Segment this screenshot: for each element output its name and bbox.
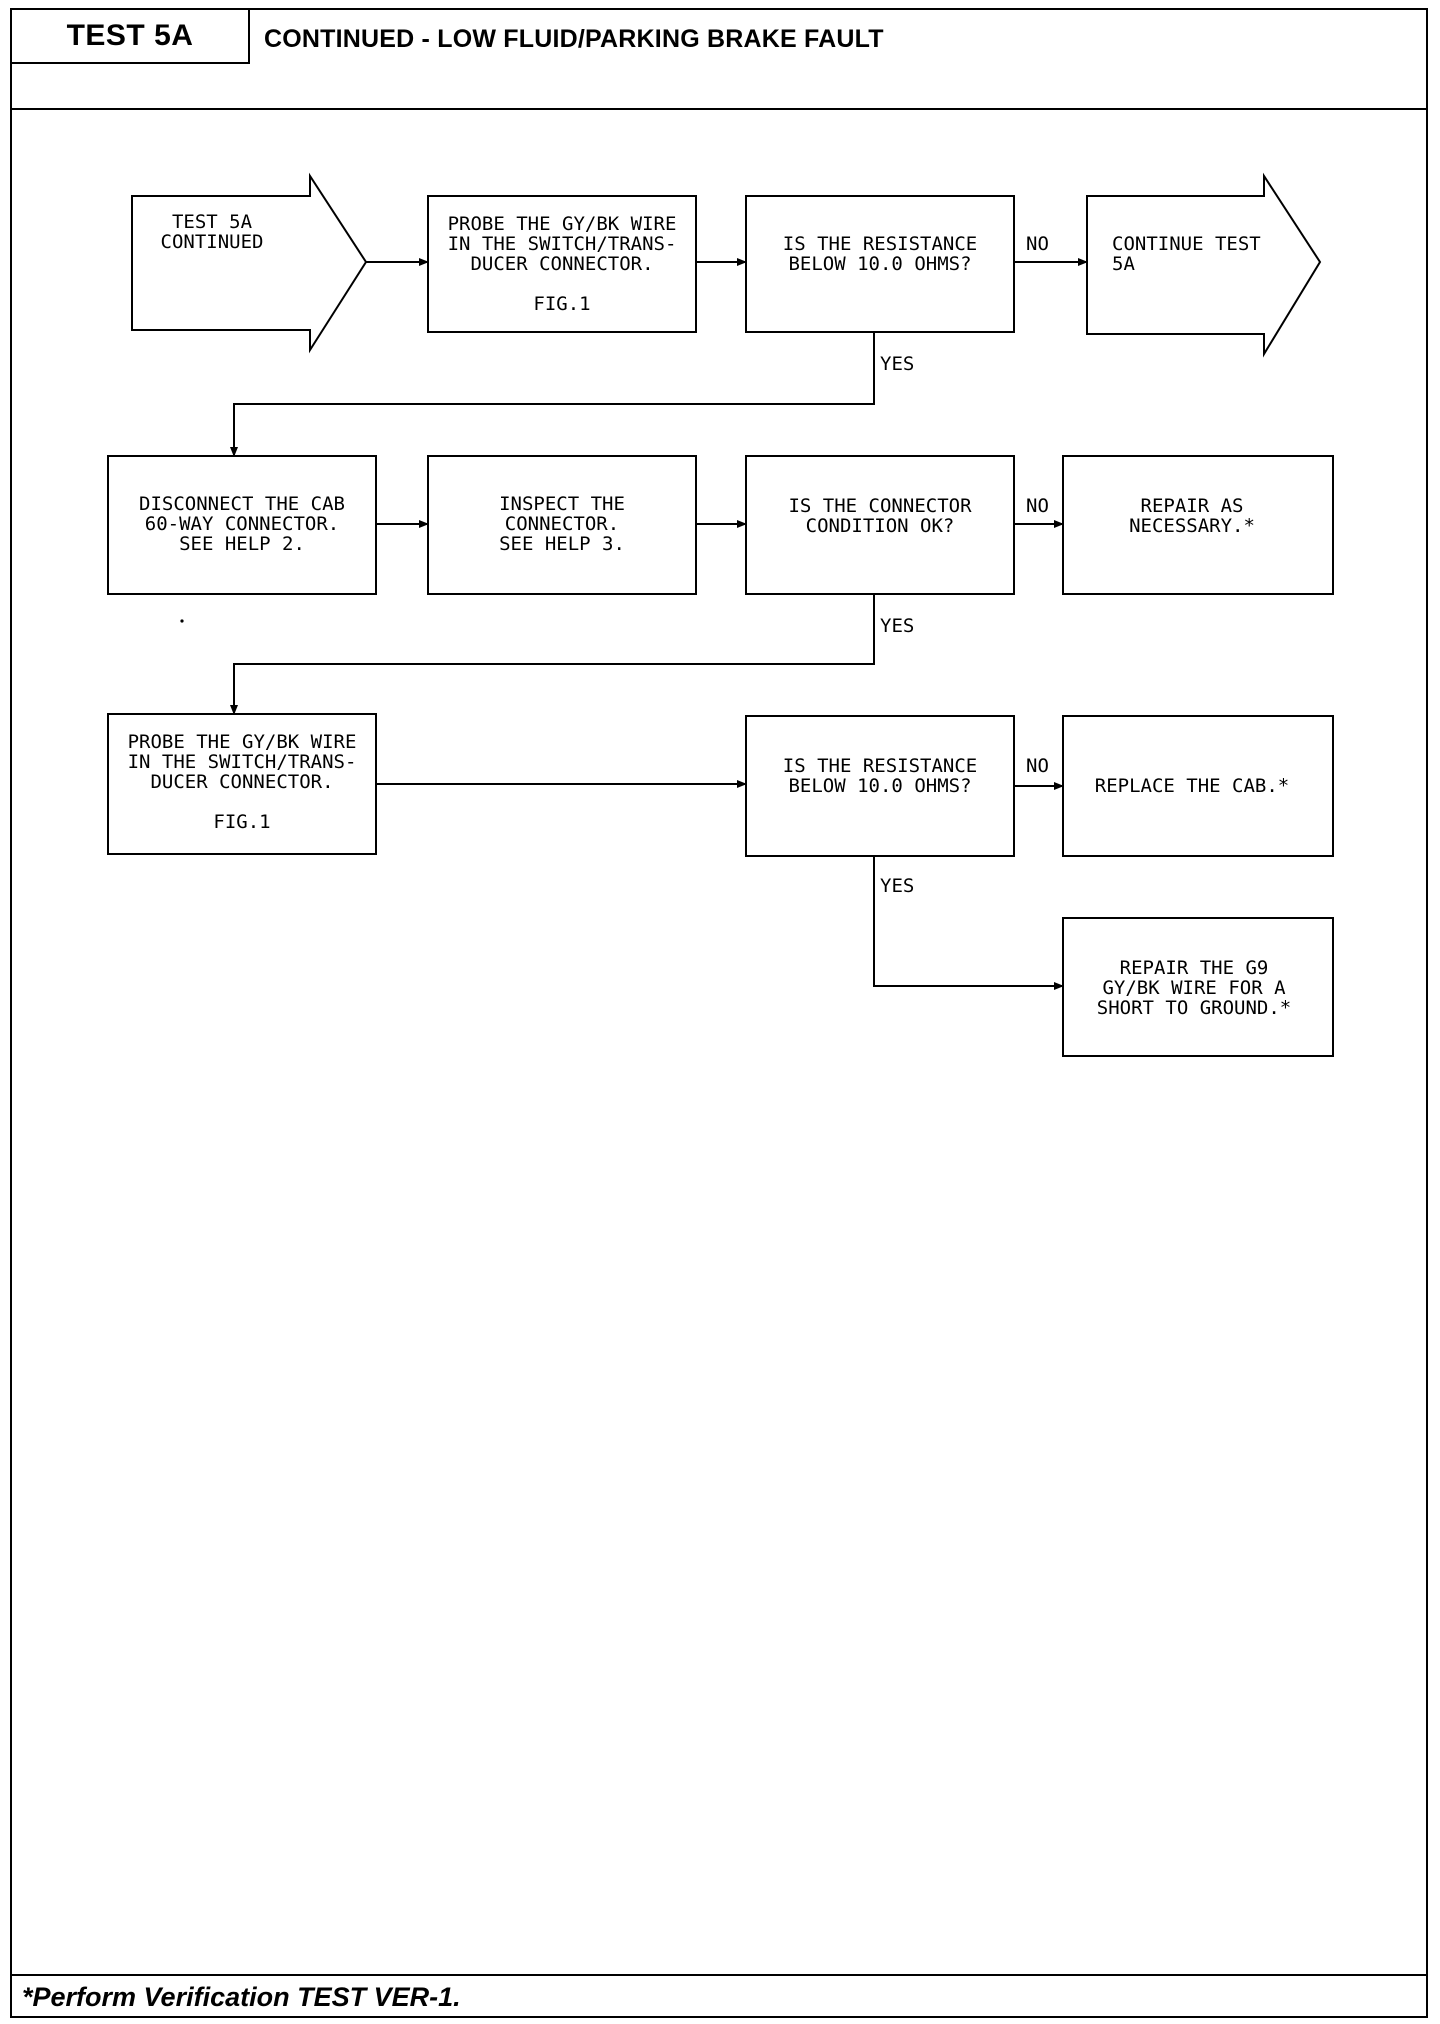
question1-box [745, 195, 1015, 333]
stray-dot [180, 619, 184, 623]
continue-text-line: CONTINUE TEST [1112, 233, 1261, 255]
test-label: TEST 5A [12, 10, 250, 64]
repair2-text-line: REPAIR THE G9 [1120, 957, 1269, 979]
page-title: CONTINUED - LOW FLUID/PARKING BRAKE FAUL… [264, 25, 884, 53]
step1-text-line: DUCER CONNECTOR. [470, 253, 653, 275]
q3-text-line: BELOW 10.0 OHMS? [788, 775, 971, 797]
step1-box [427, 195, 697, 333]
q3-text-line: IS THE RESISTANCE [783, 755, 977, 777]
connector-q2-step4 [230, 594, 875, 715]
step3-text-line: INSPECT THE [499, 493, 625, 515]
step2-text-line: DISCONNECT THE CAB [139, 493, 345, 515]
step4-text-line: IN THE SWITCH/TRANS- [128, 751, 357, 773]
step4-text-line: DUCER CONNECTOR. [150, 771, 333, 793]
step3-text-line: CONNECTOR. [505, 513, 619, 535]
continue-text-line: 5A [1112, 253, 1135, 275]
q3-no-label: NO [1026, 755, 1049, 777]
repair2-box [1062, 917, 1334, 1057]
start-arrow-shape [131, 172, 368, 354]
header: TEST 5A CONTINUED - LOW FLUID/PARKING BR… [12, 10, 1426, 110]
repair2-text-line: GY/BK WIRE FOR A [1102, 977, 1286, 999]
q1-text-line: IS THE RESISTANCE [783, 233, 977, 255]
repair1-text-line: REPAIR AS [1141, 495, 1244, 517]
footer-note: *Perform Verification TEST VER-1. [12, 1974, 1426, 2016]
step2-box [107, 455, 377, 595]
start-text-line: TEST 5A [172, 211, 253, 233]
step4-text-line: FIG.1 [213, 811, 270, 833]
step1-text-line: PROBE THE GY/BK WIRE [448, 213, 677, 235]
q2-no-label: NO [1026, 495, 1049, 517]
step4-text-line: PROBE THE GY/BK WIRE [128, 731, 357, 753]
repair1-text-line: NECESSARY.* [1129, 515, 1255, 537]
connector-q3-repair2 [873, 856, 1064, 990]
question3-box [745, 715, 1015, 857]
step1-text-line: FIG.1 [533, 293, 590, 315]
replace-cab-box [1062, 715, 1334, 857]
step2-text-line: SEE HELP 2. [179, 533, 305, 555]
start-text-line: CONTINUED [161, 231, 264, 253]
q3-yes-label: YES [880, 875, 914, 897]
repair2-text-line: SHORT TO GROUND.* [1097, 997, 1291, 1019]
q2-text-line: IS THE CONNECTOR [788, 495, 972, 517]
repair1-box [1062, 455, 1334, 595]
q1-yes-label: YES [880, 353, 914, 375]
step1-text-line: IN THE SWITCH/TRANS- [448, 233, 677, 255]
q2-yes-label: YES [880, 615, 914, 637]
replace-cab-text-line: REPLACE THE CAB.* [1095, 775, 1289, 797]
continue-arrow-shape [1086, 172, 1322, 358]
step3-text-line: SEE HELP 3. [499, 533, 625, 555]
connector-q1-step2 [230, 332, 875, 457]
step2-text-line: 60-WAY CONNECTOR. [145, 513, 339, 535]
q2-text-line: CONDITION OK? [806, 515, 955, 537]
q1-no-label: NO [1026, 233, 1049, 255]
q1-text-line: BELOW 10.0 OHMS? [788, 253, 971, 275]
